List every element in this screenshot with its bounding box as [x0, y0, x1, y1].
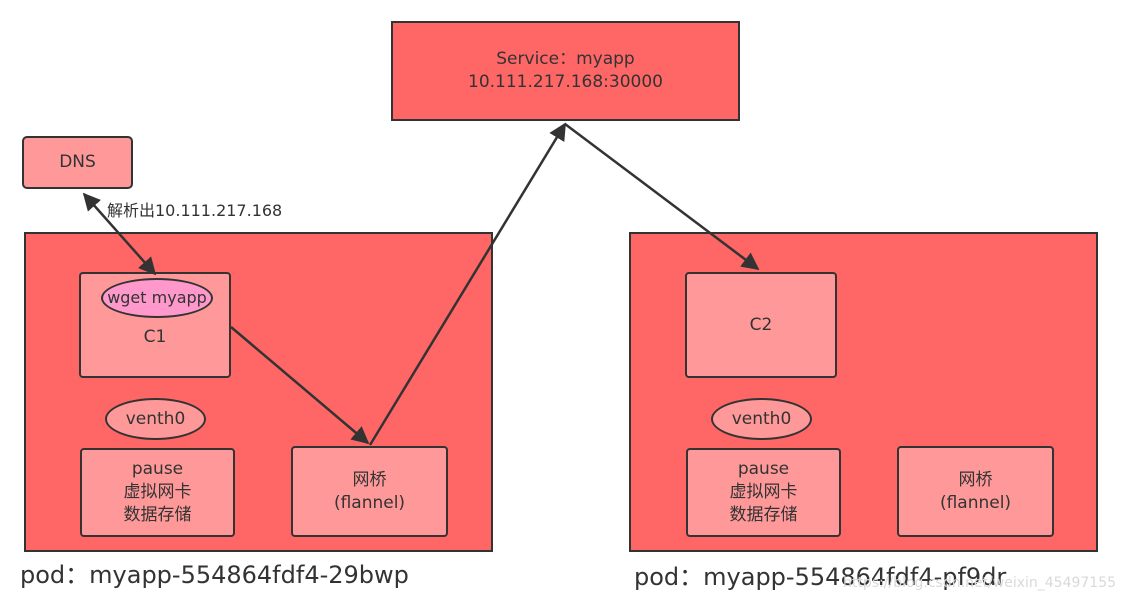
service-box: Service：myapp 10.111.217.168:30000 — [391, 21, 740, 121]
pod-1-pause-line2: 虚拟网卡 — [123, 482, 192, 502]
pod-1-bridge-box: 网桥 (flannel) — [291, 446, 448, 537]
pod-1-pause-line1: pause — [131, 459, 184, 479]
pod-2-pause-line2: 虚拟网卡 — [729, 482, 798, 502]
c1-to-bridge-arrow — [230, 326, 370, 445]
pod-2-caption: pod：myapp-554864fdf4-pf9dr — [634, 563, 1007, 591]
pod-1-veth-label: venth0 — [125, 408, 186, 429]
pod-1-pause-box: pause 虚拟网卡 数据存储 — [80, 448, 235, 537]
bridge-to-service-arrow — [368, 122, 567, 446]
service-name: Service：myapp — [496, 49, 635, 69]
pod-1-pause-line3: 数据存储 — [123, 505, 192, 525]
dns-label: DNS — [59, 152, 96, 172]
dns-to-c1-arrow — [82, 192, 157, 276]
container-c1-label: C1 — [143, 327, 167, 347]
pod-2-bridge-line1: 网桥 — [958, 469, 993, 490]
pod-2-veth: venth0 — [711, 398, 812, 440]
dns-box: DNS — [22, 136, 133, 189]
pod-2-pause-line1: pause — [737, 459, 790, 479]
service-address: 10.111.217.168:30000 — [468, 72, 663, 92]
pod-1-bridge-line1: 网桥 — [352, 469, 387, 490]
watermark: https://blog.csdn.net/weixin_45497155 — [843, 575, 1117, 591]
wget-command-oval: wget myapp — [101, 278, 213, 318]
container-c2: C2 — [685, 272, 837, 378]
pod-2-pause-box: pause 虚拟网卡 数据存储 — [686, 448, 841, 537]
pod-1-veth: venth0 — [105, 398, 206, 440]
pod-1-bridge-line2: (flannel) — [333, 492, 406, 513]
pod-2-veth-label: venth0 — [731, 408, 792, 429]
container-c2-label: C2 — [749, 314, 773, 335]
pod-2-bridge-box: 网桥 (flannel) — [897, 446, 1054, 537]
pod-2-bridge-line2: (flannel) — [939, 492, 1012, 513]
wget-command-label: wget myapp — [107, 288, 207, 307]
service-to-c2-arrow — [564, 123, 760, 271]
pod-1-caption: pod：myapp-554864fdf4-29bwp — [20, 561, 409, 589]
pod-2-pause-line3: 数据存储 — [729, 505, 798, 525]
